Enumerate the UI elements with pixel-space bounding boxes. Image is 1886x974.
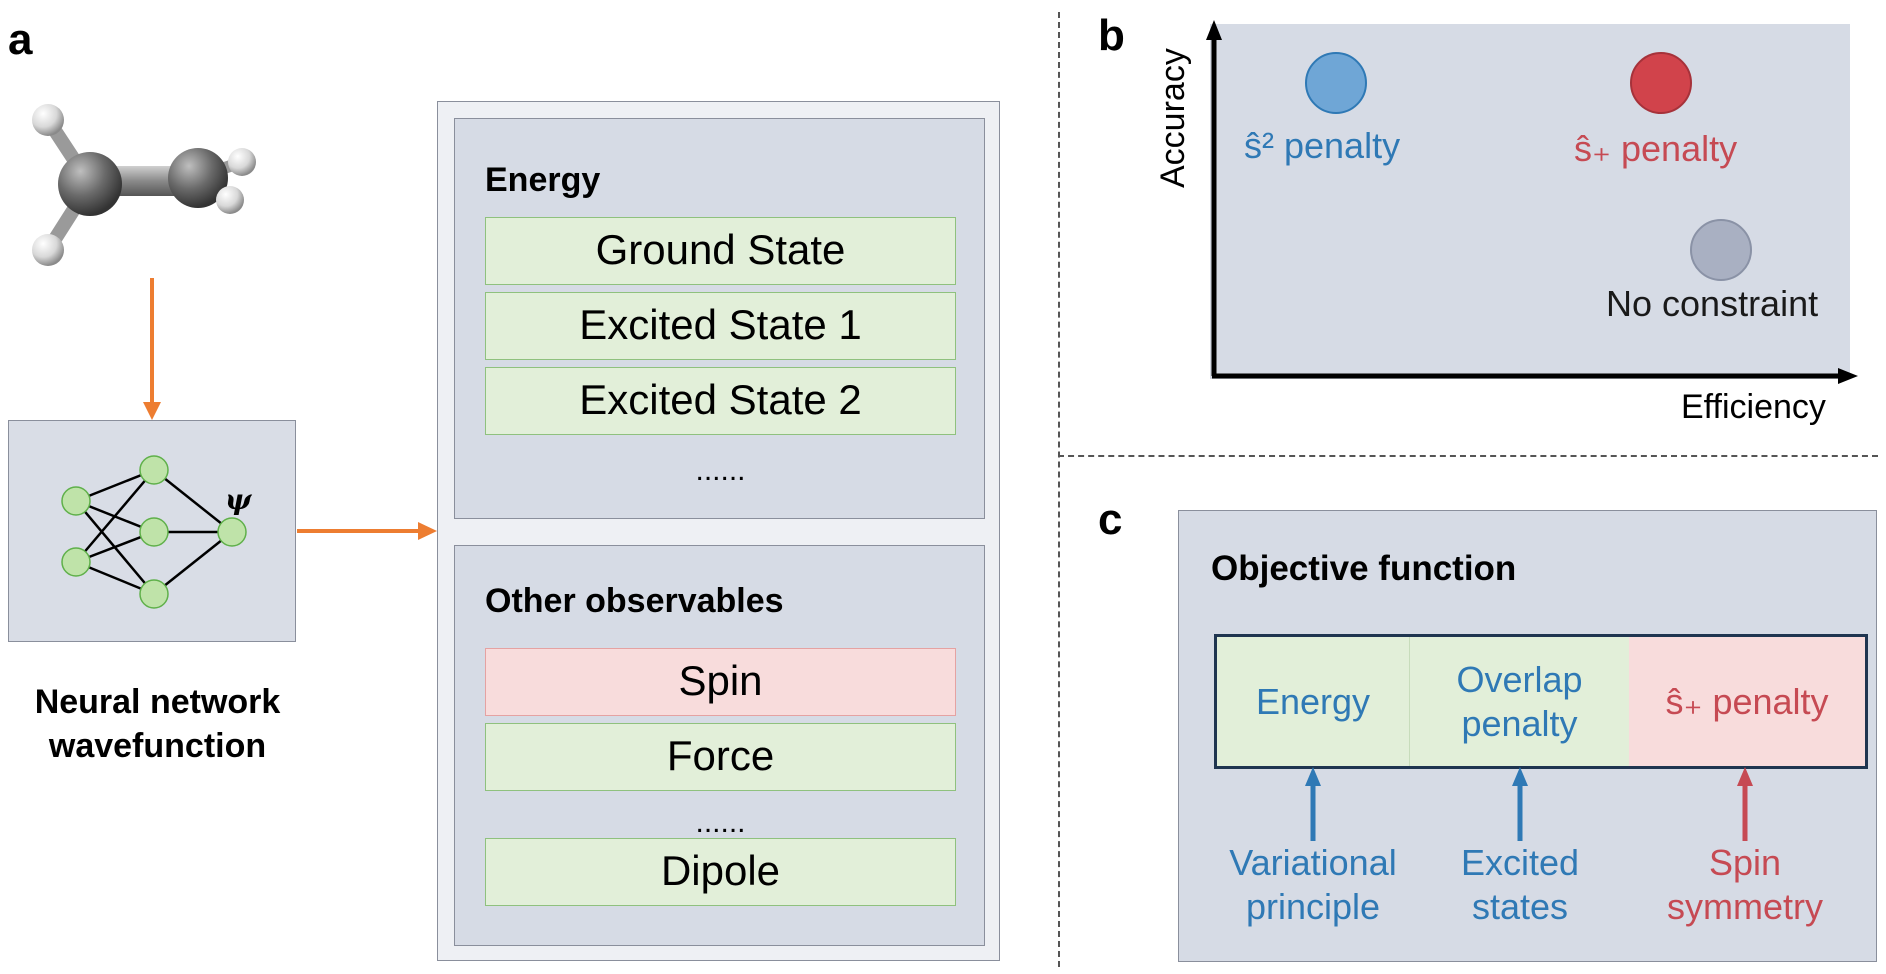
x-axis-arrowhead-icon bbox=[1838, 368, 1858, 384]
term-splus-text: ŝ₊ penalty bbox=[1665, 680, 1829, 722]
down-arrow-icon bbox=[143, 278, 161, 420]
energy-box: Energy Ground State Excited State 1 Exci… bbox=[454, 118, 985, 519]
panel-letter-a: a bbox=[8, 15, 33, 64]
explanation-excited-line2: states bbox=[1471, 886, 1569, 927]
right-arrow-icon bbox=[297, 522, 437, 540]
term-arrows bbox=[1305, 767, 1753, 841]
explanation-variational-line2: principle bbox=[1245, 886, 1381, 927]
point-label-splus-penalty: ŝ₊ penalty bbox=[1574, 128, 1738, 169]
observables-title: Other observables bbox=[485, 582, 784, 620]
energy-item-excited-1: Excited State 1 bbox=[485, 292, 956, 360]
point-no-constraint bbox=[1690, 219, 1752, 281]
explanation-spin-line2: symmetry bbox=[1667, 886, 1823, 927]
point-splus-penalty bbox=[1630, 52, 1692, 114]
energy-item-excited-2: Excited State 2 bbox=[485, 367, 956, 435]
ethylene-molecule-icon bbox=[32, 104, 256, 266]
explanation-variational: Variational principle bbox=[1213, 841, 1413, 929]
horizontal-divider bbox=[1058, 455, 1878, 457]
observable-item-spin: Spin bbox=[485, 648, 956, 716]
x-axis-label: Efficiency bbox=[1681, 388, 1826, 426]
arrow-up-icon bbox=[1305, 767, 1321, 841]
neural-network-label: Neural network wavefunction bbox=[0, 680, 315, 768]
vertical-divider bbox=[1058, 12, 1060, 967]
energy-ellipsis: ...... bbox=[695, 454, 746, 487]
panel-letter-b: b bbox=[1098, 11, 1125, 60]
psi-symbol: ψ bbox=[225, 483, 252, 516]
outputs-box: Energy Ground State Excited State 1 Exci… bbox=[437, 101, 1000, 961]
observables-box: Other observables Spin Force ...... Dipo… bbox=[454, 545, 985, 946]
neural-network-icon bbox=[61, 455, 247, 609]
term-splus-penalty: ŝ₊ penalty bbox=[1629, 637, 1865, 766]
observables-ellipsis: ...... bbox=[695, 806, 746, 839]
flow-arrows bbox=[143, 278, 437, 540]
objective-function-title: Objective function bbox=[1211, 549, 1517, 588]
neural-network-box: ψ bbox=[8, 420, 296, 642]
objective-function-bar: Energy Overlap penalty ŝ₊ penalty bbox=[1214, 634, 1868, 769]
point-label-no-constraint: No constraint bbox=[1606, 283, 1819, 324]
y-axis-label: Accuracy bbox=[1154, 48, 1192, 188]
nn-label-line1: Neural network bbox=[34, 683, 281, 721]
nn-label-line2: wavefunction bbox=[48, 727, 267, 765]
arrow-up-icon bbox=[1512, 767, 1528, 841]
explanation-variational-line1: Variational bbox=[1229, 842, 1397, 883]
point-label-s2-penalty: ŝ² penalty bbox=[1244, 125, 1401, 166]
term-overlap-line2: penalty bbox=[1461, 702, 1578, 744]
plot-points bbox=[1305, 52, 1752, 281]
objective-function-box: Objective function Energy Overlap penalt… bbox=[1178, 510, 1877, 962]
term-overlap-line1: Overlap bbox=[1456, 658, 1583, 700]
term-energy-text: Energy bbox=[1255, 680, 1371, 722]
plot-axes bbox=[1206, 20, 1858, 384]
energy-title: Energy bbox=[485, 161, 601, 199]
term-energy: Energy bbox=[1217, 637, 1410, 766]
observable-item-dipole: Dipole bbox=[485, 838, 956, 906]
explanation-excited-line1: Excited bbox=[1460, 842, 1580, 883]
term-overlap-penalty: Overlap penalty bbox=[1410, 637, 1629, 766]
panel-letter-c: c bbox=[1098, 495, 1123, 544]
explanation-spin-line1: Spin bbox=[1708, 842, 1782, 883]
observable-item-force: Force bbox=[485, 723, 956, 791]
explanation-excited: Excited states bbox=[1440, 841, 1600, 929]
energy-item-ground-state: Ground State bbox=[485, 217, 956, 285]
explanation-spin: Spin symmetry bbox=[1660, 841, 1830, 929]
y-axis-arrowhead-icon bbox=[1206, 20, 1222, 40]
arrow-up-icon bbox=[1737, 767, 1753, 841]
point-s2-penalty bbox=[1305, 52, 1367, 114]
